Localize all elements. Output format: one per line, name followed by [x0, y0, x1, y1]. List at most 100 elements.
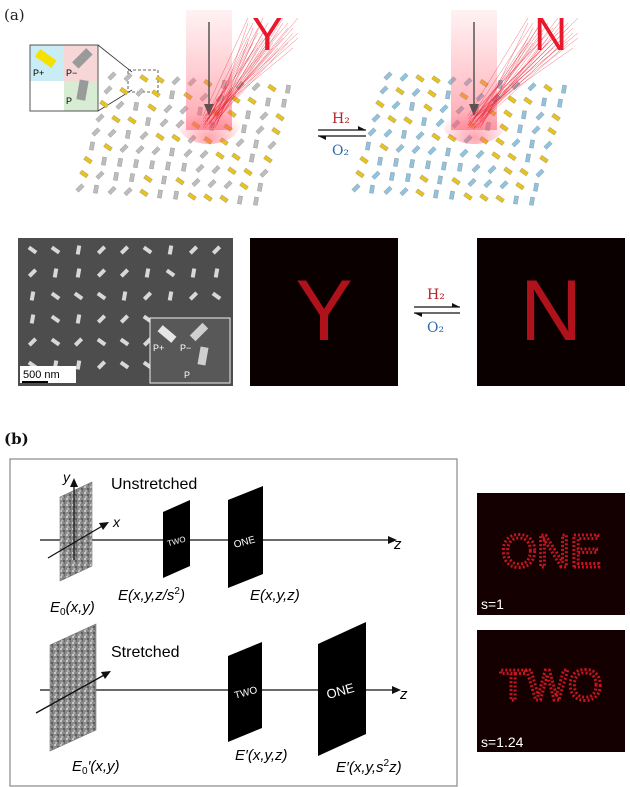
nanorod: [127, 116, 137, 125]
plane-text-one-bottom: ONE: [325, 680, 356, 702]
label-e-two: E(x,y,z/s2): [118, 586, 185, 604]
nanorod: [199, 149, 209, 159]
nanorod: [441, 161, 447, 171]
diffracted-ray: [214, 22, 249, 123]
hologram-image-n-letter: N: [520, 263, 582, 359]
sem-nanorod: [211, 245, 222, 255]
nanorod: [421, 117, 427, 127]
diffracted-ray: [204, 22, 254, 120]
sem-nanorod: [190, 268, 197, 278]
sem-nanorod: [50, 291, 61, 301]
nanorod: [479, 193, 489, 202]
sem-nanorod: [27, 337, 38, 347]
diffracted-ray: [481, 22, 549, 117]
nanorod: [351, 183, 361, 193]
nanorod: [195, 163, 205, 173]
nanorod: [145, 117, 151, 127]
reaction-arrows-bottom: H₂ O₂: [414, 287, 460, 336]
diffracted-ray: [214, 27, 289, 117]
sem-nanorod: [75, 268, 82, 278]
inset-label-p-minus: P−: [66, 68, 77, 78]
pixel-inset: P+ P− P: [29, 44, 159, 112]
nanorod: [117, 157, 123, 167]
nanorod: [155, 75, 165, 84]
nanorod: [427, 146, 437, 156]
nanorod: [251, 82, 261, 92]
diffracted-ray: [212, 47, 259, 126]
sem-nanorod: [96, 268, 107, 278]
diffracted-rays-right: [467, 17, 579, 129]
nanorod: [525, 153, 531, 163]
nanorod: [431, 75, 441, 84]
nanorod: [107, 128, 117, 138]
nanorod: [427, 89, 437, 98]
image-plane-two-unstretched: [163, 500, 190, 578]
scale-bar-label: 500 nm: [23, 369, 60, 381]
nanorod: [265, 97, 271, 107]
nanorod: [111, 115, 121, 124]
diffracted-ray: [202, 22, 289, 126]
sem-nanorod: [142, 291, 153, 301]
nanorod: [181, 162, 187, 172]
nanorod: [395, 87, 405, 96]
nanorod: [519, 167, 529, 177]
diffracted-ray: [467, 17, 529, 117]
recon-text-one: ONE: [501, 525, 601, 577]
hologram-plane-unstretched: [59, 481, 93, 582]
diffracted-ray: [216, 22, 269, 117]
nanorod: [399, 187, 409, 197]
nanorod: [259, 111, 269, 121]
nanorod: [103, 143, 113, 152]
hologram-plane-stretched: [49, 623, 97, 752]
nanorod: [125, 129, 131, 139]
diffracted-ray: [469, 42, 529, 126]
sem-nanorod: [211, 291, 222, 301]
nanorod: [483, 179, 493, 189]
nanorod: [93, 184, 99, 194]
diffracted-ray: [204, 37, 264, 117]
diffracted-rays-left: [202, 17, 299, 129]
image-plane-one-unstretched: [228, 486, 263, 588]
panel-a-label: (a): [4, 6, 25, 24]
nanorod: [487, 165, 497, 175]
sem-image: P+ P− P 500 nm: [18, 238, 233, 386]
nanorod: [115, 100, 125, 110]
nanorod: [415, 188, 425, 197]
diffracted-ray: [469, 37, 544, 117]
nanorod: [491, 151, 501, 160]
diffracted-ray: [216, 17, 284, 123]
sem-nanorod: [29, 291, 36, 301]
nanorod: [439, 104, 449, 114]
sem-nanorod: [96, 360, 107, 370]
gas-o2-bottom: O₂: [427, 320, 444, 336]
recon-text-two: TWO: [500, 661, 603, 710]
nanorod: [529, 196, 535, 206]
nanorod: [101, 156, 107, 166]
diffracted-ray: [204, 32, 279, 123]
nanorod: [147, 103, 157, 112]
sem-nanorod: [119, 314, 130, 324]
nanorod: [161, 175, 167, 185]
nanorod: [253, 196, 259, 206]
reconstruction-image-two: TWO s=1.24: [477, 630, 625, 752]
nanorod: [517, 124, 523, 134]
gas-h2-top: H₂: [332, 111, 350, 127]
nanorod: [169, 90, 175, 100]
image-plane-two-stretched: [228, 642, 262, 742]
nanorod: [511, 138, 521, 148]
diffracted-ray: [477, 47, 539, 126]
axis-x-label: x: [112, 514, 121, 530]
nanorod: [561, 84, 567, 94]
nanorod: [139, 188, 149, 197]
sem-nanorod: [75, 245, 82, 255]
nanorod: [359, 155, 369, 165]
nanorod: [211, 165, 221, 175]
sem-nanorod: [167, 291, 174, 301]
sem-nanorod: [119, 337, 130, 347]
label-e0-prime: E0′(x,y): [72, 758, 120, 777]
nanorod: [369, 184, 375, 194]
sem-nanorod: [188, 291, 199, 301]
nanorod: [433, 189, 439, 199]
nanorod: [171, 133, 181, 143]
panel-b-label: (b): [4, 430, 29, 448]
